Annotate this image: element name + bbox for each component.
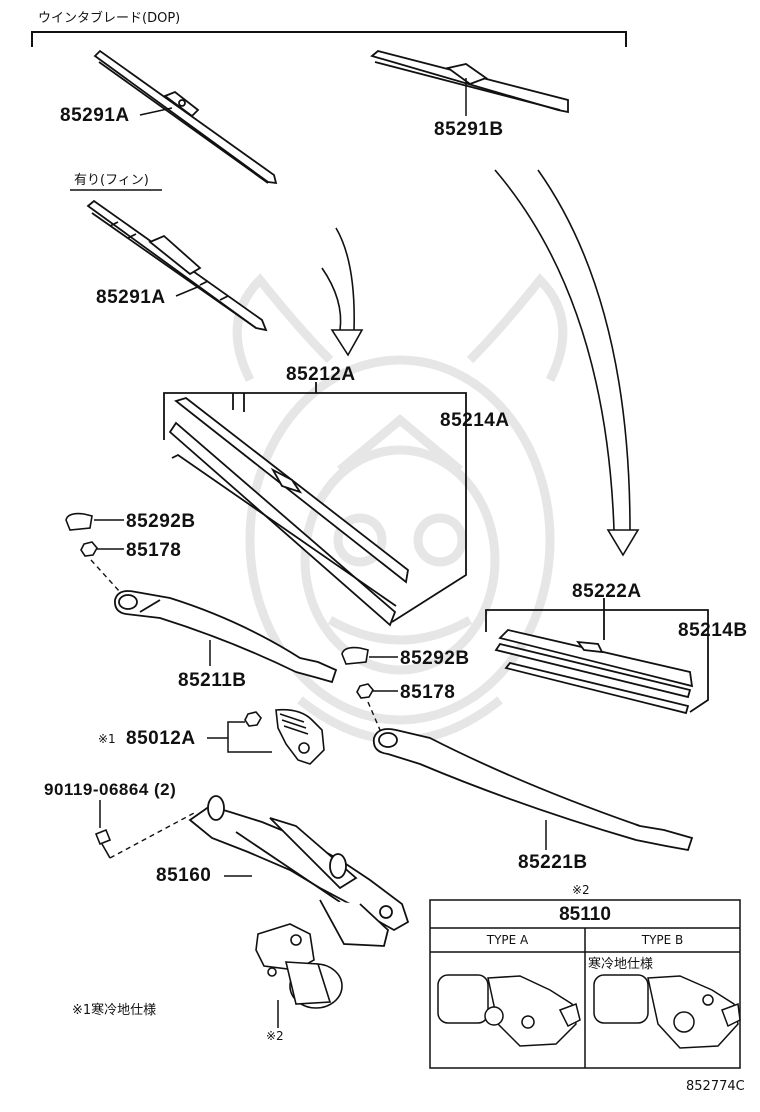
motor-box-part-number: 85110 — [559, 904, 611, 925]
winter-blade-group-label: ウインタブレード(DOP) — [38, 11, 181, 26]
wiper-arm-85211B — [114, 590, 338, 684]
wiper-blade-85222A — [494, 629, 694, 715]
cap-85292B-right — [341, 646, 369, 665]
motor-type-b — [593, 974, 741, 1049]
linkage-85160 — [188, 795, 410, 947]
motor-note-mark: ※2 — [266, 1029, 284, 1043]
bolt-90119 — [94, 828, 112, 859]
bracket-85212A — [163, 382, 467, 623]
motor-type-a-label: TYPE A — [486, 933, 529, 947]
nut-85178-right — [356, 683, 374, 699]
cap-85292B-left — [65, 512, 93, 531]
arrow-to-85212A — [321, 227, 364, 357]
part-label-85222A: 85222A — [572, 581, 642, 602]
arrow-to-85222A — [494, 169, 640, 557]
part-label-85178-right: 85178 — [400, 682, 456, 703]
motor-type-b-label: TYPE B — [641, 933, 684, 947]
motor-box-frame — [429, 899, 741, 1069]
part-label-85291B: 85291B — [434, 119, 504, 140]
motor-box-mark: ※2 — [572, 883, 590, 897]
part-label-85291A-fin: 85291A — [96, 287, 166, 308]
part-label-90119: 90119-06864 (2) — [44, 780, 177, 799]
part-label-85160: 85160 — [156, 865, 212, 886]
part-label-85211B: 85211B — [178, 670, 247, 691]
part-label-85221B: 85221B — [518, 852, 588, 873]
diagram-id: 852774C — [686, 1079, 745, 1094]
part-label-85292B-left: 85292B — [126, 511, 196, 532]
nut-85178-left — [80, 541, 98, 557]
part-label-85178-left: 85178 — [126, 540, 182, 561]
part-label-85291A-top: 85291A — [60, 105, 130, 126]
wiper-blade-85291A-top — [93, 49, 278, 185]
part-label-85012A: 85012A — [126, 728, 196, 749]
bracket-winter-blade — [31, 31, 627, 47]
part-label-85214B: 85214B — [678, 620, 748, 641]
part-label-85212A: 85212A — [286, 364, 356, 385]
note-mark-85012A: ※1 — [98, 732, 116, 746]
bracket-85222A — [485, 598, 709, 713]
wiper-motor-main — [255, 923, 343, 1009]
fin-note-label: 有り(フィン) — [74, 173, 149, 188]
wiper-arm-85221B — [372, 728, 694, 852]
footnote-cold-climate: ※1寒冷地仕様 — [72, 1003, 157, 1018]
watermark-emblem — [232, 273, 568, 745]
motor-type-b-note: 寒冷地仕様 — [588, 957, 654, 972]
wiper-blade-85212A — [168, 397, 409, 627]
part-label-85292B-right: 85292B — [400, 648, 470, 669]
part-label-85214A: 85214A — [440, 410, 510, 431]
heater-85012A — [244, 708, 325, 765]
motor-type-a — [437, 974, 581, 1047]
wiper-blade-85291B — [370, 50, 569, 114]
wiper-blade-85291A-fin — [86, 199, 268, 332]
